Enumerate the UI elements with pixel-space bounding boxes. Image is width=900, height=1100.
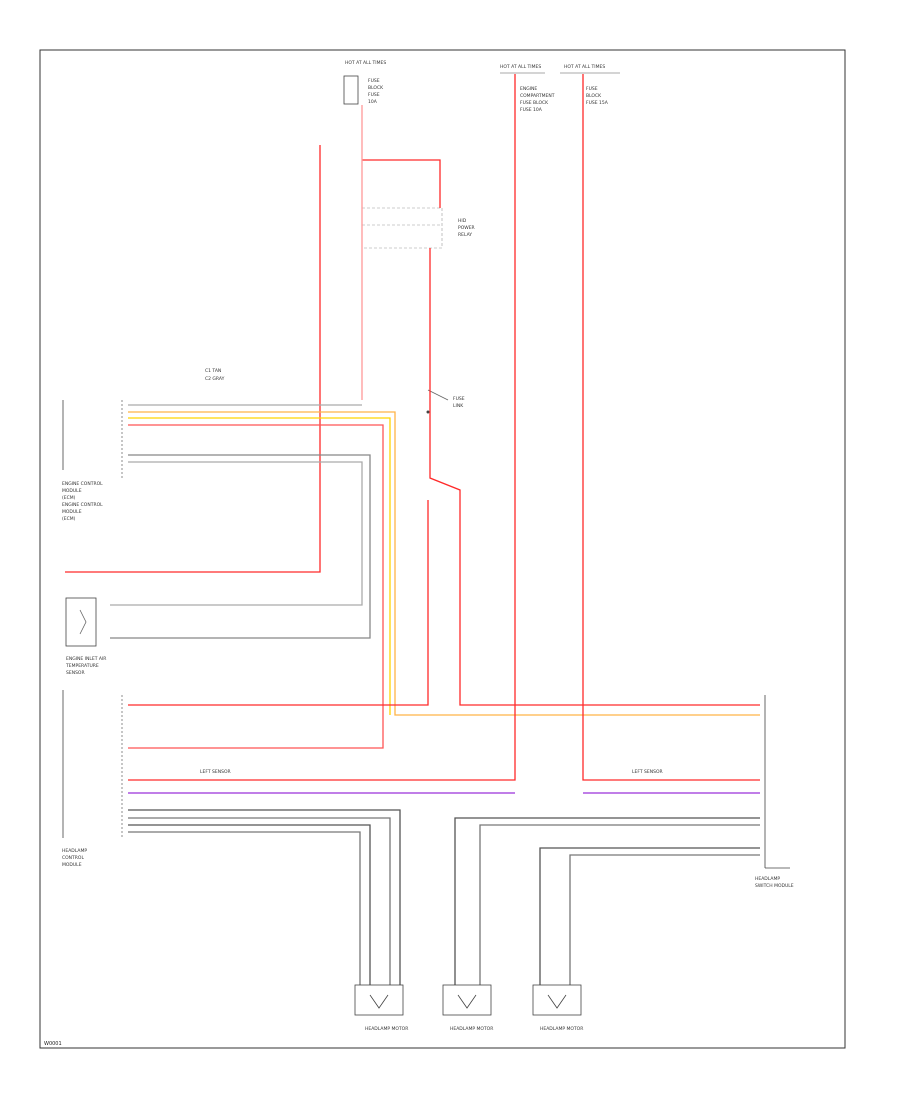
wire-black-1 xyxy=(128,809,401,985)
ecm-line-3: (ECM) xyxy=(62,495,76,501)
inlet-air-sensor: ENGINE INLET AIR TEMPERATURE SENSOR xyxy=(65,597,106,676)
hot-right-line-1: FUSE xyxy=(586,86,598,92)
bottom-left-line-3: MODULE xyxy=(62,862,82,868)
ecm-line-4: ENGINE CONTROL xyxy=(62,502,103,508)
bottom-left-line-2: CONTROL xyxy=(62,855,84,861)
wire-red-bottom-left xyxy=(128,500,429,706)
hot-left-line-2: COMPARTMENT xyxy=(520,93,555,99)
ecm-line-5: MODULE xyxy=(62,509,82,515)
motor-1-label: HEADLAMP MOTOR xyxy=(365,1026,408,1032)
hid-power-relay: HID POWER RELAY xyxy=(361,207,475,249)
wire-black-6 xyxy=(479,824,760,985)
relay-line-2: POWER xyxy=(458,225,475,231)
wires xyxy=(65,74,760,985)
fuse-link: FUSE LINK xyxy=(426,389,465,414)
hot-right-title: HOT AT ALL TIMES xyxy=(564,64,605,70)
fuse-link-line-2: LINK xyxy=(453,403,464,409)
wire-black-8 xyxy=(569,854,760,985)
hot-right-line-3: FUSE 15A xyxy=(586,100,609,106)
wire-orange-ecm xyxy=(128,411,760,716)
fuse-block-box xyxy=(343,75,359,105)
sensor-line-2: TEMPERATURE xyxy=(65,663,99,669)
hot-left-line-3: FUSE BLOCK xyxy=(520,100,549,106)
bottom-right-line-1: HEADLAMP xyxy=(755,876,780,882)
hot-left-line-4: FUSE 10A xyxy=(520,107,543,113)
wire-red-feed-ecm xyxy=(65,145,321,573)
fuse-block: HOT AT ALL TIMES FUSE BLOCK FUSE 10A xyxy=(343,60,386,105)
wire-red-hot-left xyxy=(128,74,516,781)
hot-left-line-1: ENGINE xyxy=(520,86,537,92)
headlamp-motor-2: HEADLAMP MOTOR xyxy=(442,984,493,1032)
legend-c1: C1 TAN xyxy=(205,368,221,374)
wire-gray-2 xyxy=(110,454,371,639)
wire-red-hot-right xyxy=(582,74,760,781)
headlamp-motor-1: HEADLAMP MOTOR xyxy=(354,984,408,1032)
sensor-box xyxy=(65,597,97,647)
leveling-label-left: LEFT SENSOR xyxy=(200,769,231,775)
ecm-line-2: MODULE xyxy=(62,488,82,494)
relay-line-3: RELAY xyxy=(458,232,472,238)
headlamp-control-module: HEADLAMP CONTROL MODULE xyxy=(62,690,123,868)
relay-line-1: HID xyxy=(458,218,467,224)
hot-left-title: HOT AT ALL TIMES xyxy=(500,64,541,70)
wire-red-ecm-loop xyxy=(128,424,384,749)
leveling-label-right: LEFT SENSOR xyxy=(632,769,663,775)
ecm-line-6: (ECM) xyxy=(62,516,76,522)
ecm-line-1: ENGINE CONTROL xyxy=(62,481,103,487)
wire-red-relay-feed xyxy=(362,159,441,208)
hot-at-all-times-left: HOT AT ALL TIMES ENGINE COMPARTMENT FUSE… xyxy=(500,64,555,113)
fuse-link-line-1: FUSE xyxy=(453,396,465,402)
fuse-block-title: HOT AT ALL TIMES xyxy=(345,60,386,66)
legend-c2: C2 GRAY xyxy=(205,376,225,382)
motor-3-label: HEADLAMP MOTOR xyxy=(540,1026,583,1032)
hot-at-all-times-right: HOT AT ALL TIMES FUSE BLOCK FUSE 15A xyxy=(560,64,620,106)
wire-black-7 xyxy=(539,847,760,985)
wire-black-2 xyxy=(128,817,391,985)
hot-right-line-2: BLOCK xyxy=(586,93,602,99)
wire-red-relay-output xyxy=(429,248,760,706)
wire-yellow-ecm xyxy=(128,417,391,715)
connector-legend: C1 TAN C2 GRAY xyxy=(205,368,225,382)
bottom-left-line-1: HEADLAMP xyxy=(62,848,87,854)
fuse-block-line-3: FUSE xyxy=(368,92,380,98)
wire-black-4 xyxy=(128,831,361,985)
ecm-module: ENGINE CONTROL MODULE (ECM) ENGINE CONTR… xyxy=(62,400,123,522)
fuse-block-line-1: FUSE xyxy=(368,78,380,84)
bottom-right-line-2: SWITCH MODULE xyxy=(755,883,794,889)
sensor-line-3: SENSOR xyxy=(66,670,85,676)
headlamp-switch-module: HEADLAMP SWITCH MODULE xyxy=(755,695,794,889)
sensor-line-1: ENGINE INLET AIR xyxy=(66,656,106,662)
leveling-sensor-labels: LEFT SENSOR LEFT SENSOR xyxy=(200,769,663,775)
wire-gray-3 xyxy=(110,461,363,606)
wire-black-5 xyxy=(454,817,760,985)
footer-code: W0001 xyxy=(44,1041,62,1047)
fuse-block-line-2: BLOCK xyxy=(368,85,384,91)
fuse-block-line-4: 10A xyxy=(368,99,378,105)
headlamp-motor-3: HEADLAMP MOTOR xyxy=(532,984,583,1032)
diagram-frame xyxy=(39,49,846,1049)
motor-2-label: HEADLAMP MOTOR xyxy=(450,1026,493,1032)
wire-black-3 xyxy=(128,824,371,985)
